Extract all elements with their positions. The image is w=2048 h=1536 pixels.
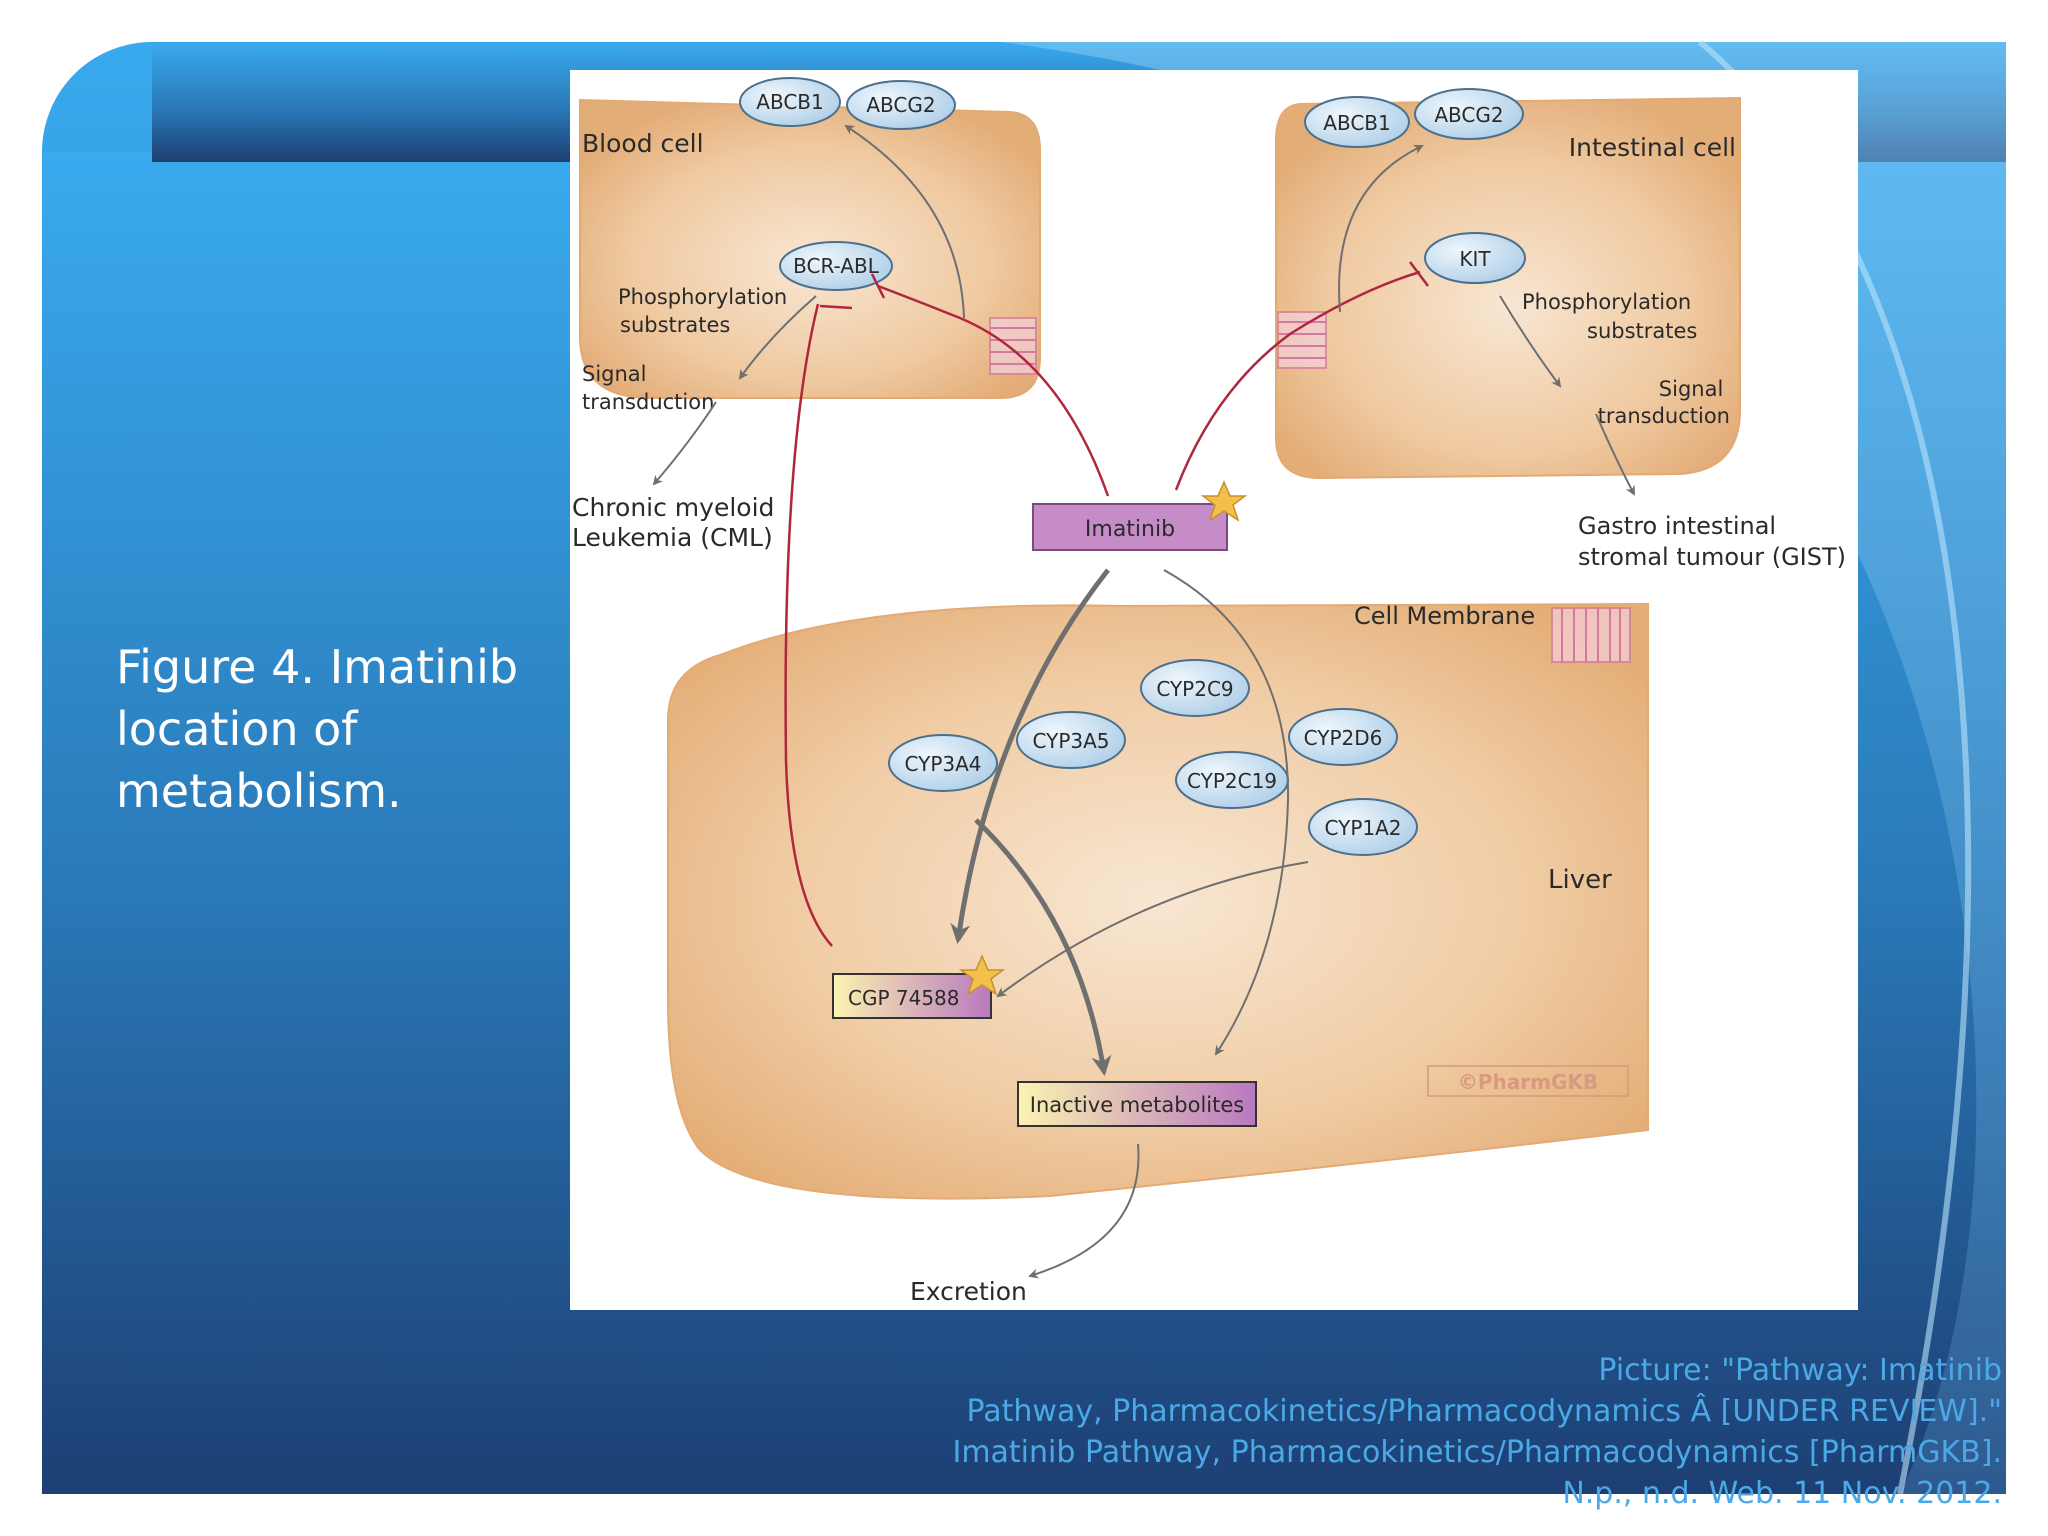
cml-label: Chronic myeloid Leukemia (CML) [572, 493, 782, 552]
intestinal-phospho-label: Phosphorylation substrates [1522, 290, 1698, 343]
pathway-arrows [652, 124, 1635, 1279]
pharmgkb-watermark: ©PharmGKB [1458, 1070, 1598, 1094]
cyp3a5-label: CYP3A5 [1032, 729, 1109, 753]
imatinib-star-icon [1200, 480, 1248, 522]
cgp74588-box [832, 973, 992, 1019]
liver-membrane-channel [1551, 607, 1631, 663]
bcr-abl-target [779, 241, 893, 291]
citation-line: N.p., n.d. Web. 11 Nov. 2012. [1562, 1476, 2002, 1511]
decorative-swirl [1000, 42, 2006, 1494]
kit-target [1424, 232, 1526, 284]
inactive-metabolites-label: Inactive metabolites [1030, 1093, 1244, 1117]
blood-cell-title: Blood cell [582, 129, 704, 158]
cyp2c9-label: CYP2C9 [1156, 677, 1233, 701]
intestinal-membrane-channel [1277, 311, 1327, 369]
excretion-label: Excretion [910, 1277, 1027, 1306]
abcg2-transporter-blood [846, 80, 956, 130]
figure-caption: Figure 4. Imatinib location of metabolis… [116, 636, 556, 822]
cgp74588-label: CGP 74588 [848, 986, 960, 1010]
caption-line: metabolism. [116, 764, 402, 818]
cyp1a2-enzyme [1308, 798, 1418, 856]
citation-line: Imatinib Pathway, Pharmacokinetics/Pharm… [952, 1435, 2002, 1470]
citation-line: Picture: "Pathway: Imatinib [1598, 1353, 2002, 1388]
inhibition-lines [784, 261, 1429, 947]
source-citation: Picture: "Pathway: Imatinib Pathway, Pha… [702, 1350, 2002, 1514]
liver-title: Liver [1548, 865, 1612, 895]
cyp2d6-label: CYP2D6 [1304, 726, 1383, 750]
major-metabolism-arrows [950, 568, 1112, 1076]
intestinal-cell-title: Intestinal cell [1569, 133, 1736, 162]
abcb1-label-intestinal: ABCB1 [1323, 111, 1390, 135]
intestinal-cell [1275, 96, 1741, 480]
inactive-metabolites-box [1017, 1081, 1257, 1127]
imatinib-label: Imatinib [1085, 517, 1175, 542]
abcb1-transporter-blood [739, 77, 841, 127]
cyp3a4-enzyme [888, 734, 998, 792]
cyp2d6-enzyme [1288, 708, 1398, 766]
gist-label: Gastro intestinal stromal tumour (GIST) [1578, 512, 1846, 571]
cyp2c9-enzyme [1140, 659, 1250, 717]
imatinib-box [1032, 503, 1228, 551]
caption-line: location of [116, 702, 358, 756]
bcr-abl-label: BCR-ABL [793, 254, 880, 278]
blood-signal-label: Signal transduction [582, 362, 714, 414]
citation-line: Pathway, Pharmacokinetics/Pharmacodynami… [966, 1394, 2003, 1429]
cyp3a5-enzyme [1016, 711, 1126, 769]
cyp1a2-label: CYP1A2 [1324, 816, 1401, 840]
abcg2-transporter-intestinal [1414, 88, 1524, 140]
cyp2c19-label: CYP2C19 [1187, 769, 1277, 793]
blood-phospho-label: Phosphorylation substrates [618, 285, 794, 337]
pharmgkb-watermark-box [1427, 1065, 1629, 1097]
cyp3a4-label: CYP3A4 [904, 752, 981, 776]
cgp-star-icon [958, 954, 1006, 996]
cell-membrane-label: Cell Membrane [1354, 602, 1535, 630]
abcb1-transporter-intestinal [1304, 96, 1410, 148]
kit-label: KIT [1459, 247, 1491, 271]
abcg2-label-intestinal: ABCG2 [1434, 103, 1503, 127]
intestinal-signal-label: Signal transduction [1598, 377, 1730, 428]
abcb1-label-blood: ABCB1 [756, 90, 823, 114]
caption-line: Figure 4. Imatinib [116, 640, 519, 694]
abcg2-label-blood: ABCG2 [866, 93, 935, 117]
